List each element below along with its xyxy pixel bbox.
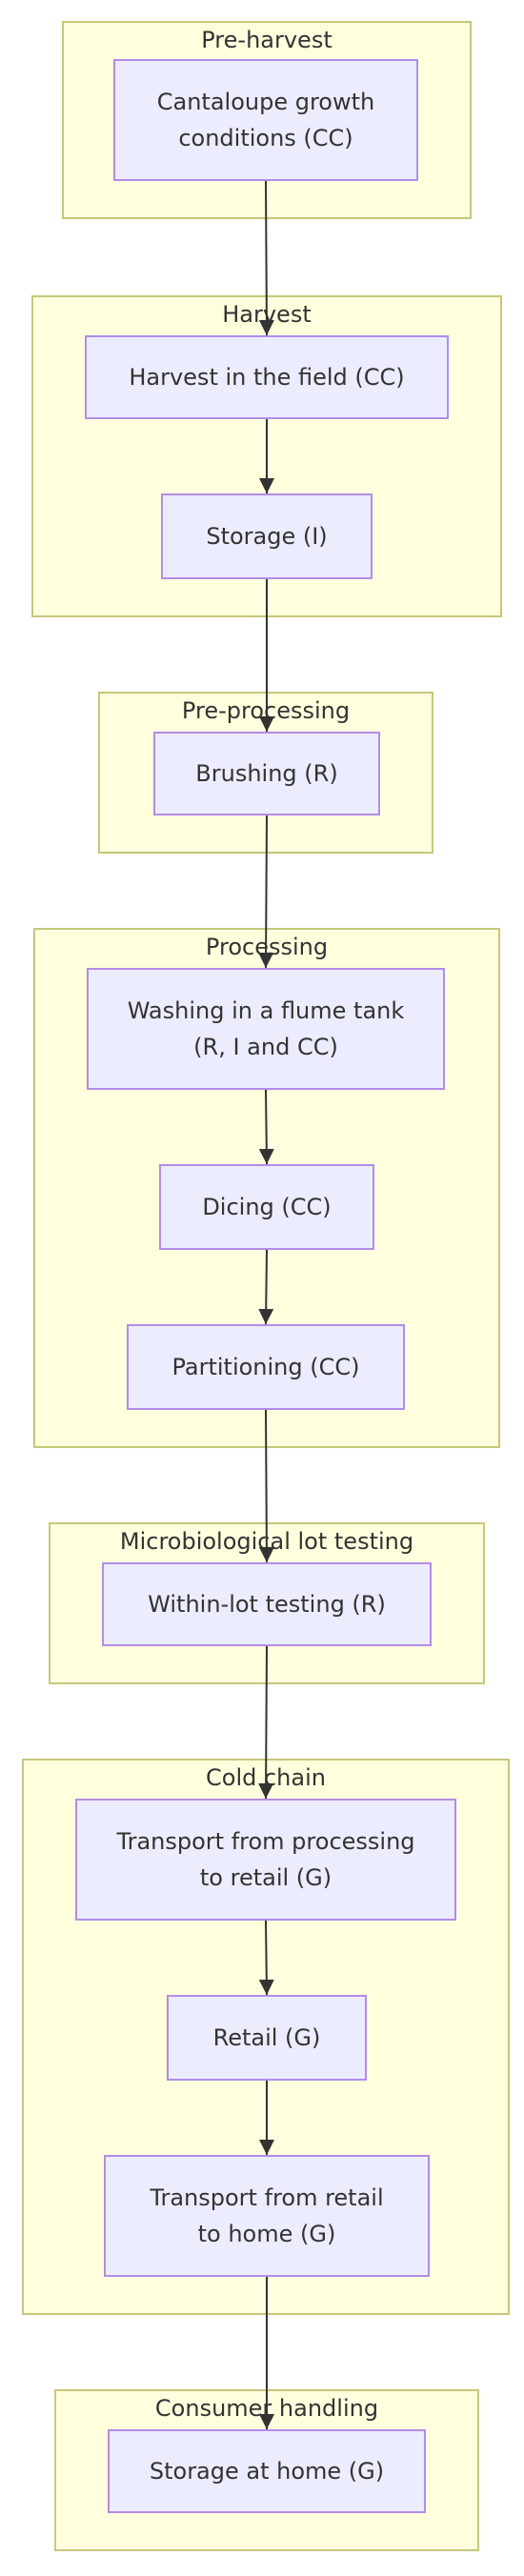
edge-partitioning-to-within_lot xyxy=(258,1409,274,1563)
node-transport-home-line1: Transport from retail xyxy=(150,2184,384,2211)
cluster-title-pre-harvest: Pre-harvest xyxy=(201,27,333,53)
node-storage-home-label: Storage at home (G) xyxy=(149,2458,385,2485)
node-storage: Storage (I) xyxy=(161,493,373,579)
node-growth-line2: conditions (CC) xyxy=(178,125,353,151)
node-partitioning-label: Partitioning (CC) xyxy=(171,1354,360,1380)
node-washing-line1: Washing in a flume tank xyxy=(127,997,405,1024)
node-partitioning: Partitioning (CC) xyxy=(127,1324,405,1410)
node-transport-retail-line2: to retail (G) xyxy=(199,1864,333,1891)
node-washing-line2: (R, I and CC) xyxy=(193,1034,338,1060)
node-harvest-in-the-field: Harvest in the field (CC) xyxy=(85,335,449,419)
node-cantaloupe-growth-conditions: Cantaloupe growth conditions (CC) xyxy=(113,59,418,181)
node-transport-home-line2: to home (G) xyxy=(197,2221,336,2247)
node-dicing-label: Dicing (CC) xyxy=(202,1194,332,1220)
edge-washing-to-dicing xyxy=(258,1089,274,1165)
edge-brushing-to-washing xyxy=(258,815,274,969)
edge-transport_retail-to-retail xyxy=(258,1920,274,1996)
node-washing-flume-tank: Washing in a flume tank (R, I and CC) xyxy=(87,968,445,1090)
node-harvest-field-label: Harvest in the field (CC) xyxy=(129,364,405,391)
edge-dicing-to-partitioning xyxy=(258,1249,274,1325)
node-retail-label: Retail (G) xyxy=(212,2024,321,2051)
edge-growth-to-harvest_field xyxy=(258,180,274,336)
node-storage-label: Storage (I) xyxy=(206,523,328,550)
node-brushing-label: Brushing (R) xyxy=(195,760,338,787)
node-transport-processing-to-retail: Transport from processing to retail (G) xyxy=(75,1799,456,1921)
node-transport-retail-to-home: Transport from retail to home (G) xyxy=(104,2155,430,2277)
node-retail: Retail (G) xyxy=(167,1995,367,2081)
node-within-lot-testing: Within-lot testing (R) xyxy=(102,1562,432,1646)
node-within-lot-label: Within-lot testing (R) xyxy=(148,1591,386,1618)
node-brushing: Brushing (R) xyxy=(153,732,380,815)
node-storage-at-home: Storage at home (G) xyxy=(108,2429,426,2513)
node-growth-line1: Cantaloupe growth xyxy=(156,89,375,115)
node-dicing: Dicing (CC) xyxy=(159,1164,374,1250)
node-transport-retail-line1: Transport from processing xyxy=(116,1828,415,1855)
edge-within_lot-to-transport_retail xyxy=(258,1645,274,1800)
